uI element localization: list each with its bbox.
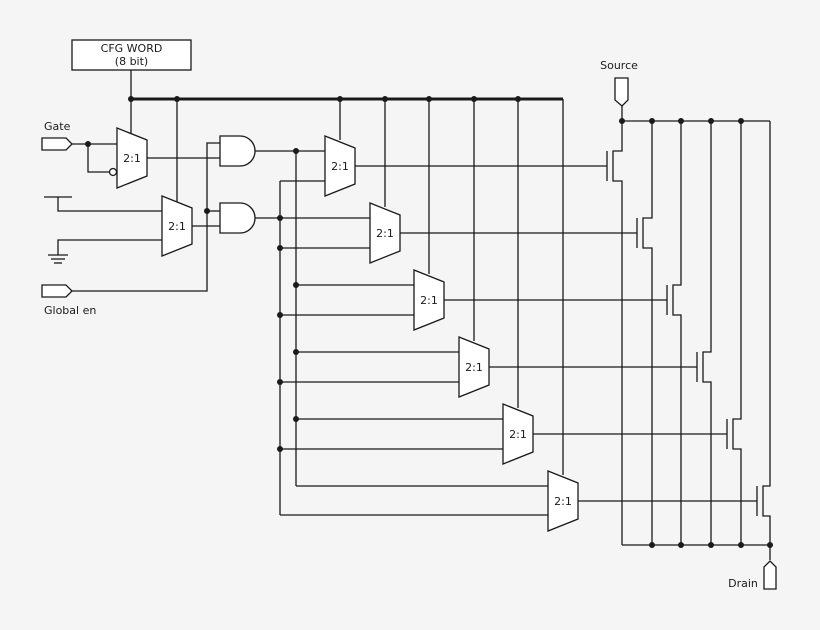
svg-text:2:1: 2:1: [123, 152, 141, 165]
supply-rails: [44, 196, 162, 264]
svg-text:2:1: 2:1: [420, 294, 438, 307]
svg-text:2:1: 2:1: [554, 495, 572, 508]
and-gate-1: [219, 135, 256, 167]
junction-dots: [85, 96, 773, 548]
gate-wiring: [72, 143, 220, 173]
cfg-word-box: CFG WORD (8 bit): [71, 39, 192, 71]
inverter-bubble: [108, 167, 118, 177]
cfg-bus-taps: [130, 99, 564, 475]
mux-out-1: 2:1: [324, 135, 356, 197]
global-en-label: Global en: [44, 304, 96, 317]
transistor-3: [666, 121, 682, 545]
transistor-2: [636, 121, 653, 545]
mux-out-4: 2:1: [458, 336, 490, 398]
svg-text:2:1: 2:1: [168, 220, 186, 233]
mux-out-5: 2:1: [502, 403, 534, 465]
mux-out-2: 2:1: [369, 202, 401, 264]
and-output-wiring: [255, 150, 548, 516]
global-en-port: [41, 284, 73, 298]
gate-label: Gate: [44, 120, 71, 133]
mux-out-6: 2:1: [547, 470, 579, 532]
transistor-5: [726, 121, 742, 545]
source-label: Source: [600, 59, 638, 72]
drain-label: Drain: [728, 577, 758, 590]
transistor-1: [606, 121, 623, 545]
svg-text:2:1: 2:1: [465, 361, 483, 374]
svg-text:2:1: 2:1: [509, 428, 527, 441]
mux-polarity-select: 2:1: [161, 195, 193, 257]
gate-port: [41, 137, 73, 151]
cfg-word-title: CFG WORD: [101, 42, 163, 55]
mux-out-3: 2:1: [413, 269, 445, 331]
cfg-word-subtitle: (8 bit): [115, 55, 148, 68]
source-port: [614, 77, 629, 107]
and-gate-2: [219, 202, 256, 234]
transistor-6: [756, 121, 771, 560]
mux-gate-select: 2:1: [116, 127, 148, 189]
transistor-gate-wires: [355, 165, 757, 502]
svg-text:2:1: 2:1: [376, 227, 394, 240]
transistor-4: [696, 121, 712, 545]
drain-port: [763, 560, 777, 590]
svg-text:2:1: 2:1: [331, 160, 349, 173]
